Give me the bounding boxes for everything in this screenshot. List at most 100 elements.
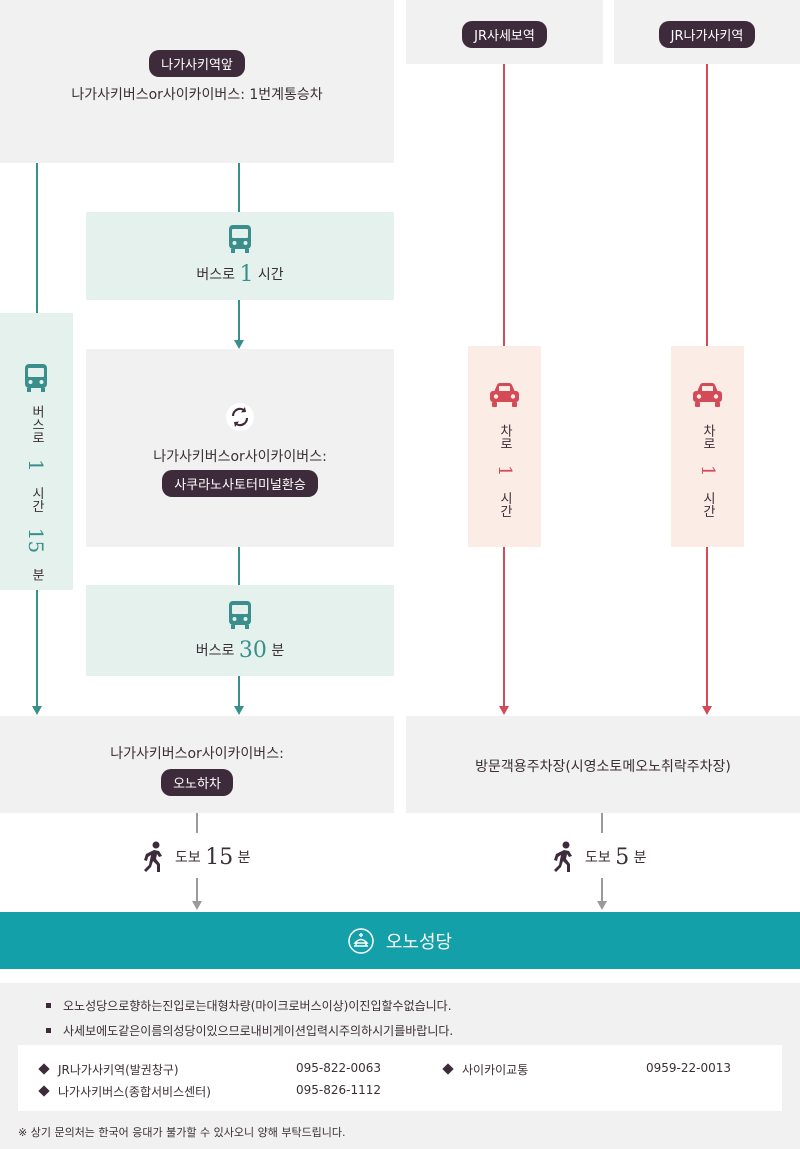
contact-name: 나가사키버스(종합서비스센터) <box>58 1085 211 1099</box>
contact-row: 사이카이교통 <box>442 1061 529 1078</box>
duration-prefix: 도보 <box>175 849 201 866</box>
bus-icon <box>25 364 47 392</box>
duration-number: 15 <box>24 527 48 554</box>
duration-prefix: 차로 <box>497 424 512 450</box>
car-1-hour-text: 차로 1 시간 <box>697 424 718 544</box>
destination-label: 오노성당 <box>385 931 453 953</box>
bullet-icon <box>46 1003 51 1008</box>
church-logo-icon <box>348 927 374 954</box>
walk-line <box>196 813 198 833</box>
duration-prefix: 차로 <box>700 424 715 450</box>
route-line <box>503 64 505 346</box>
alight-bus-line-text: 나가사키버스or사이카이버스: <box>110 746 284 762</box>
start-box-nagasaki-station-front: 나가사키역앞 나가사키버스or사이카이버스: 1번계통승차 <box>0 0 394 163</box>
diamond-bullet-icon <box>38 1085 50 1097</box>
note-item: 오노성당으로향하는진입로는대형차량(마이크로버스이상)이진입할수없습니다. <box>46 997 453 1014</box>
route-line <box>36 590 38 706</box>
footnote: ※ 상기 문의처는 한국어 응대가 불가할 수 있사오니 양해 부탁드립니다. <box>18 1126 346 1139</box>
start-box-jr-sasebo: JR사세보역 <box>406 0 603 64</box>
walking-person-icon <box>144 841 162 872</box>
duration-unit: 시간 <box>700 491 715 518</box>
route-line <box>706 64 708 346</box>
bus-icon <box>229 225 251 253</box>
contact-name: 사이카이교통 <box>462 1063 529 1077</box>
walk-line <box>196 878 198 901</box>
duration-unit: 분 <box>29 568 44 582</box>
contact-phone: 095-822-0063 <box>296 1061 382 1075</box>
walk-5-minutes-text: 도보 5 분 <box>585 845 647 870</box>
diamond-bullet-icon <box>38 1063 50 1075</box>
alight-box-ono: 나가사키버스or사이카이버스: 오노하차 <box>0 716 394 813</box>
note-text: 오노성당으로향하는진입로는대형차량(마이크로버스이상)이진입할수없습니다. <box>63 999 452 1013</box>
duration-number: 30 <box>238 638 267 663</box>
destination-bar: 오노성당 <box>0 912 800 969</box>
walk-15-minutes-text: 도보 15 분 <box>175 845 251 870</box>
duration-number: 1 <box>239 262 254 287</box>
walk-15-minutes: 도보 15 분 <box>143 840 251 874</box>
notes-box: 오노성당으로향하는진입로는대형차량(마이크로버스이상)이진입할수없습니다. 사세… <box>0 983 800 1149</box>
route-arrow <box>234 706 244 715</box>
route-arrow <box>234 340 244 349</box>
parking-label: 방문객용주차장(시영소토메오노취락주차장) <box>475 759 731 775</box>
walk-5-minutes: 도보 5 분 <box>553 840 647 874</box>
route-line <box>238 163 240 212</box>
transfer-box: 나가사키버스or사이카이버스: 사쿠라노사토터미널환승 <box>86 349 394 547</box>
bus-icon <box>229 601 251 629</box>
duration-unit: 시간 <box>497 491 512 518</box>
step-car-1-hour-nagasaki: 차로 1 시간 <box>671 346 744 547</box>
station-label-jr-sasebo: JR사세보역 <box>462 21 547 48</box>
bus-1-hour-text: 버스로 1 시간 <box>86 262 394 287</box>
duration-number: 5 <box>615 844 630 870</box>
start-box-jr-nagasaki: JR나가사키역 <box>614 0 800 64</box>
route-line <box>238 547 240 585</box>
duration-prefix: 도보 <box>585 849 611 866</box>
bus-30-minutes-text: 버스로 30 분 <box>86 638 394 663</box>
contact-row: JR나가사키역(발권창구) <box>38 1061 179 1078</box>
walk-arrow <box>597 901 607 910</box>
car-1-hour-text: 차로 1 시간 <box>494 424 515 544</box>
note-text: 사세보에도같은이름의성당이있으므로내비게이션입력시주의하시기를바랍니다. <box>63 1024 454 1038</box>
note-item: 사세보에도같은이름의성당이있으므로내비게이션입력시주의하시기를바랍니다. <box>46 1022 453 1039</box>
duration-prefix: 버스로 <box>29 405 44 444</box>
transfer-icon <box>226 403 254 431</box>
contact-phone: 095-826-1112 <box>296 1083 382 1097</box>
duration-unit: 분 <box>271 643 285 659</box>
step-bus-1-hour-15-minutes: 버스로 1 시간 15 분 <box>0 313 73 590</box>
station-label-nagasaki-station-front: 나가사키역앞 <box>149 50 245 77</box>
walking-person-icon <box>554 841 572 872</box>
duration-number: 1 <box>697 465 718 477</box>
route-line <box>706 547 708 707</box>
car-icon <box>693 383 722 407</box>
duration-unit: 시간 <box>257 267 284 283</box>
route-arrow <box>499 706 509 715</box>
walk-line <box>601 813 603 833</box>
contact-row: 나가사키버스(종합서비스센터) <box>38 1083 211 1100</box>
route-line <box>503 547 505 707</box>
duration-unit: 분 <box>633 849 647 866</box>
bus-1-hour-15-minutes-text: 버스로 1 시간 15 분 <box>24 405 48 585</box>
contacts-box: JR나가사키역(발권창구) 095-822-0063 사이카이교통 0959-2… <box>18 1045 782 1111</box>
step-bus-1-hour: 버스로 1 시간 <box>86 212 394 300</box>
duration-number: 1 <box>24 459 48 472</box>
bus-line-boarding-text: 나가사키버스or사이카이버스: 1번계통승차 <box>71 87 323 103</box>
transfer-point-label: 사쿠라노사토터미널환승 <box>162 470 318 497</box>
parking-box: 방문객용주차장(시영소토메오노취락주차장) <box>406 716 800 813</box>
station-label-jr-nagasaki: JR나가사키역 <box>658 21 756 48</box>
car-icon <box>490 383 519 407</box>
walk-line <box>601 878 603 901</box>
route-line <box>238 676 240 706</box>
alight-stop-label: 오노하차 <box>161 769 233 796</box>
step-bus-30-minutes: 버스로 30 분 <box>86 585 394 676</box>
transfer-bus-line-text: 나가사키버스or사이카이버스: <box>153 449 327 465</box>
route-arrow <box>702 706 712 715</box>
notes-list: 오노성당으로향하는진입로는대형차량(마이크로버스이상)이진입할수없습니다. 사세… <box>46 997 453 1039</box>
duration-unit: 분 <box>237 849 251 866</box>
bullet-icon <box>46 1028 51 1033</box>
route-line <box>36 163 38 313</box>
duration-prefix: 버스로 <box>196 267 235 283</box>
step-car-1-hour-sasebo: 차로 1 시간 <box>468 346 541 547</box>
duration-number: 15 <box>205 844 234 870</box>
walk-arrow <box>192 901 202 910</box>
route-line <box>238 300 240 340</box>
diamond-bullet-icon <box>442 1063 454 1075</box>
